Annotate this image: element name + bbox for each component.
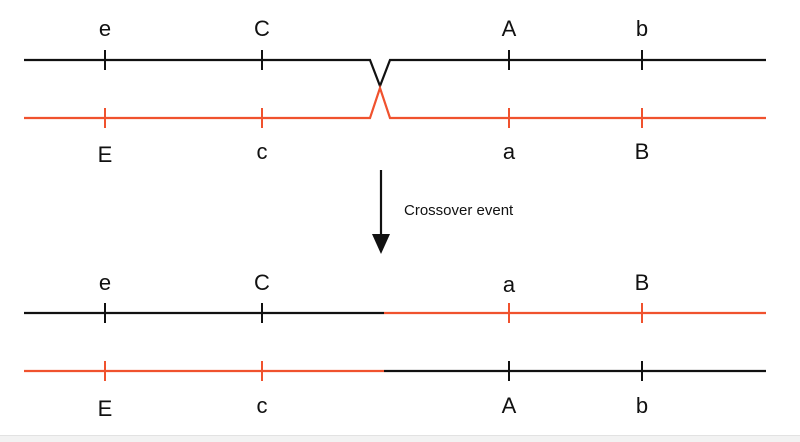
before-red-chromosome bbox=[24, 84, 766, 120]
after-top-label-4: B bbox=[635, 270, 650, 295]
crossover-caption: Crossover event bbox=[404, 202, 514, 219]
before-bottom-label-1: E bbox=[98, 142, 113, 167]
after-top-label-1: e bbox=[99, 270, 111, 295]
after-top-label-2: C bbox=[254, 270, 270, 295]
after-bottom-label-1: E bbox=[98, 396, 113, 421]
bottom-divider bbox=[0, 435, 800, 442]
down-arrow-icon bbox=[372, 234, 390, 254]
before-top-label-2: C bbox=[254, 16, 270, 41]
after-top-label-3: a bbox=[503, 272, 516, 297]
before-top-label-4: b bbox=[636, 16, 648, 41]
before-bottom-label-2: c bbox=[257, 139, 268, 164]
crossover-arrow-group: Crossover event bbox=[372, 170, 514, 254]
before-bottom-label-4: B bbox=[635, 139, 650, 164]
after-crossover-group: e C a B E c A b bbox=[24, 270, 766, 421]
after-bottom-label-3: A bbox=[502, 393, 517, 418]
before-top-label-1: e bbox=[99, 16, 111, 41]
before-crossover-group: e C A b E c a B bbox=[24, 16, 766, 167]
before-black-chromosome bbox=[24, 58, 766, 90]
after-bottom-label-2: c bbox=[257, 393, 268, 418]
before-top-label-3: A bbox=[502, 16, 517, 41]
before-bottom-label-3: a bbox=[503, 139, 516, 164]
after-bottom-label-4: b bbox=[636, 393, 648, 418]
